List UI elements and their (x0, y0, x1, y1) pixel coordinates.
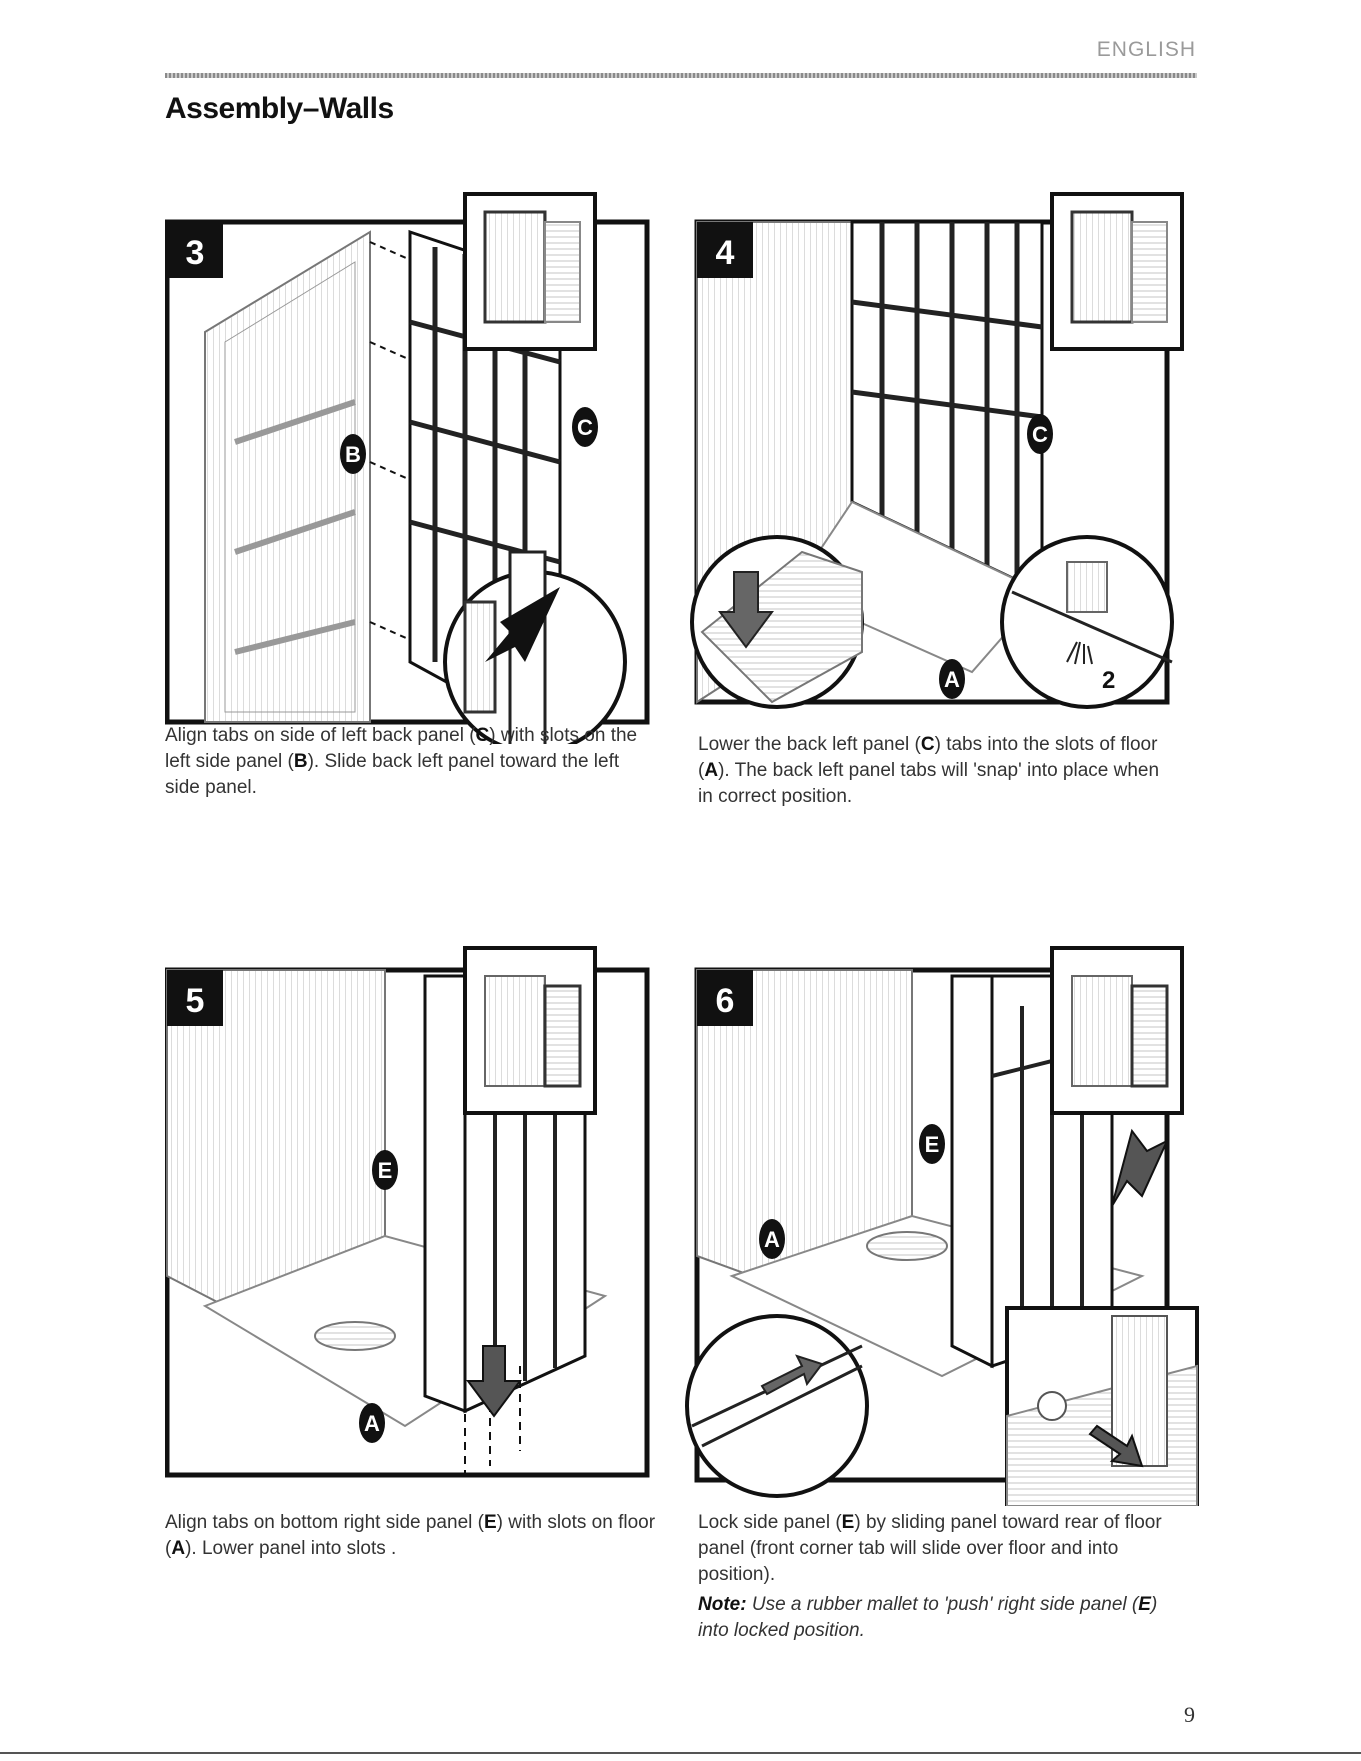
svg-text:B: B (345, 442, 361, 467)
step-4-figure: 2 C A 4 (672, 192, 1200, 742)
step-5-badge: 5 (167, 970, 223, 1026)
page-number: 9 (1184, 1702, 1195, 1727)
svg-text:C: C (1032, 422, 1048, 447)
step-4-callout-c: C (1027, 414, 1053, 454)
step-4-caption: Lower the back left panel (C) tabs into … (698, 734, 1160, 807)
header-rule (165, 73, 1197, 78)
svg-text:E: E (378, 1158, 393, 1183)
step-3-badge: 3 (167, 222, 223, 278)
language-label: ENGLISH (1096, 38, 1196, 61)
svg-text:A: A (364, 1411, 380, 1436)
step-6-callout-a: A (759, 1219, 785, 1259)
svg-text:E: E (925, 1132, 940, 1157)
step-3-caption: Align tabs on side of left back panel (C… (165, 725, 638, 798)
page-bottom-edge (0, 1752, 1361, 1754)
svg-text:4: 4 (716, 234, 735, 272)
svg-text:C: C (577, 415, 593, 440)
svg-text:A: A (764, 1227, 780, 1252)
step-4-badge: 4 (697, 222, 753, 278)
step-6-caption: Lock side panel (E) by sliding panel tow… (698, 1512, 1162, 1585)
step-3-callout-b: B (340, 434, 366, 474)
section-title: Assembly–Walls (165, 92, 394, 125)
svg-text:5: 5 (186, 982, 205, 1020)
svg-text:6: 6 (716, 982, 735, 1020)
step-5-callout-e: E (372, 1150, 398, 1190)
step-6-note: Note: Use a rubber mallet to 'push' righ… (698, 1594, 1158, 1641)
svg-text:A: A (944, 667, 960, 692)
svg-text:3: 3 (186, 234, 205, 272)
step-5-figure: E A 5 (165, 946, 669, 1481)
step-6-figure: E A 6 (672, 946, 1200, 1506)
step-3-figure: B C 3 (165, 192, 669, 744)
step-4-snap-annotation: 2 (1102, 667, 1115, 694)
step-4-callout-a: A (939, 659, 965, 699)
step-3-callout-c: C (572, 407, 598, 447)
step-6-callout-e: E (919, 1124, 945, 1164)
step-5-caption: Align tabs on bottom right side panel (E… (165, 1512, 656, 1559)
step-5-callout-a: A (359, 1403, 385, 1443)
step-6-badge: 6 (697, 970, 753, 1026)
